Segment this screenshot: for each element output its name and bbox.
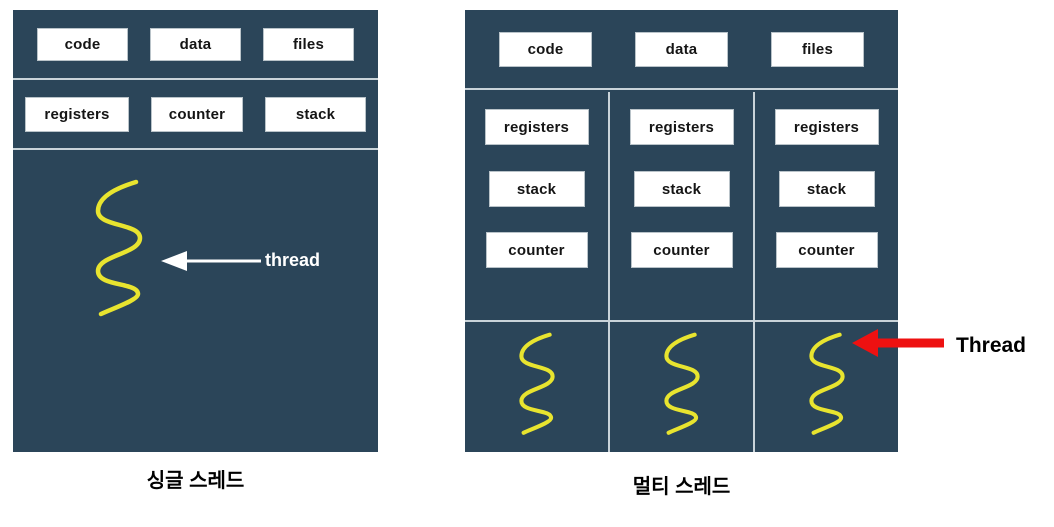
stack-box: stack	[265, 96, 366, 132]
multi-resource-row: code data files	[465, 10, 898, 90]
thread-column-1-state: registers stack counter	[465, 92, 608, 322]
thread-column-2: registers stack counter	[608, 92, 753, 452]
registers-box: registers	[774, 109, 879, 145]
stack-box: stack	[633, 171, 730, 207]
files-box: files	[263, 27, 354, 61]
files-box: files	[771, 31, 864, 67]
thread-column-3-thread	[755, 322, 898, 469]
thread-pointer-arrow-icon	[852, 329, 944, 357]
thread-squiggle-icon	[95, 179, 143, 317]
data-box: data	[150, 27, 241, 61]
counter-box: counter	[151, 96, 243, 132]
thread-column-3: registers stack counter	[753, 92, 898, 452]
counter-box: counter	[775, 232, 878, 268]
registers-box: registers	[629, 109, 734, 145]
thread-column-2-state: registers stack counter	[610, 92, 753, 322]
single-thread-label: thread	[265, 250, 321, 270]
thread-arrow-icon	[161, 251, 261, 271]
thread-squiggle-icon	[808, 332, 845, 435]
code-box: code	[499, 31, 592, 67]
registers-box: registers	[25, 96, 129, 132]
single-thread-panel: code data files registers counter stack …	[13, 10, 378, 452]
counter-box: counter	[485, 232, 588, 268]
multi-thread-panel: code data files registers stack counter	[465, 10, 898, 452]
thread-column-1: registers stack counter	[465, 92, 608, 452]
single-resource-row: code data files	[13, 10, 378, 80]
thread-column-1-thread	[465, 322, 608, 469]
single-thread-area: thread	[13, 150, 378, 452]
thread-squiggle-icon	[663, 332, 700, 435]
single-state-row: registers counter stack	[13, 80, 378, 150]
registers-box: registers	[484, 109, 589, 145]
counter-box: counter	[630, 232, 733, 268]
thread-column-3-state: registers stack counter	[755, 92, 898, 322]
thread-column-2-thread	[610, 322, 753, 469]
data-box: data	[635, 31, 728, 67]
stack-box: stack	[778, 171, 875, 207]
stack-box: stack	[488, 171, 585, 207]
code-box: code	[37, 27, 128, 61]
thread-columns: registers stack counter registers stack …	[465, 92, 898, 452]
single-thread-caption: 싱글 스레드	[146, 470, 245, 492]
thread-squiggle-icon	[518, 332, 555, 435]
multi-thread-label: Thread	[956, 334, 1027, 357]
multi-thread-caption: 멀티 스레드	[632, 476, 731, 498]
